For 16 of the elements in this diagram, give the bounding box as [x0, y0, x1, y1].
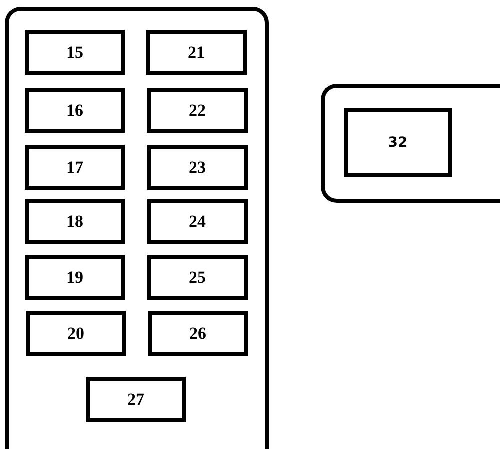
fuse-slot: 26 [148, 311, 248, 356]
fuse-slot: 18 [25, 199, 125, 244]
fuse-slot: 27 [86, 377, 186, 422]
fuse-slot: 16 [25, 88, 125, 133]
fuse-panel [321, 84, 500, 203]
fuse-panel [5, 7, 269, 449]
fuse-slot: 32 [344, 108, 452, 177]
fuse-slot: 20 [26, 311, 126, 356]
fuse-slot: 15 [25, 30, 125, 75]
fuse-slot: 24 [147, 199, 248, 244]
fuse-slot: 21 [146, 30, 247, 75]
fuse-slot: 23 [147, 145, 248, 190]
fuse-slot: 22 [147, 88, 248, 133]
fuse-slot: 17 [25, 145, 125, 190]
fuse-slot: 19 [25, 255, 125, 300]
fuse-slot: 25 [147, 255, 248, 300]
